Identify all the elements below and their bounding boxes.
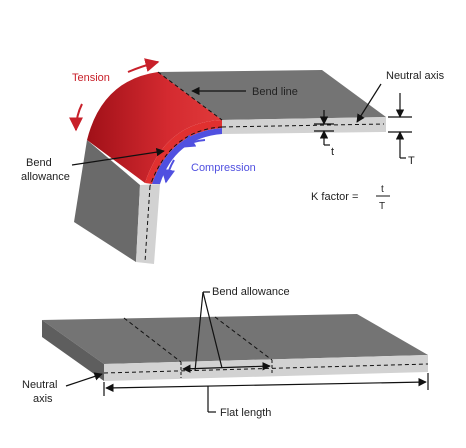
bend-allowance-dim — [182, 362, 271, 373]
flat-bend-end-dashed — [214, 316, 273, 361]
bend-allowance-bottom-leader-left — [194, 291, 204, 372]
bend-allowance-label-line1: Bend — [26, 157, 52, 169]
bend-allowance-bottom-leader-right — [202, 291, 223, 369]
flange-edge — [222, 117, 386, 134]
thickness-T-dimension — [388, 93, 412, 159]
T-label: T — [408, 155, 415, 167]
flat-bend-start-dashed — [123, 317, 182, 363]
neutral-axis-dashed-flange — [221, 123, 385, 128]
k-factor-label: K factor = — [311, 191, 358, 203]
bend-allowance-label-line2: allowance — [21, 171, 70, 183]
neutral-axis-dashed-bend — [149, 126, 223, 187]
flat-length-label: Flat length — [220, 407, 271, 419]
bottom-neutral-axis-line1: Neutral — [22, 379, 57, 391]
flat-plate — [42, 314, 429, 381]
bend-allowance-leader — [71, 147, 165, 166]
leg-face — [74, 140, 140, 262]
bend-tension-zone — [87, 72, 222, 183]
tension-arrow-top — [127, 58, 160, 73]
neutral-axis-dashed-leg — [144, 185, 151, 263]
neutral-axis-leader — [356, 83, 382, 123]
k-denominator: T — [379, 201, 385, 212]
flange-top — [158, 70, 386, 120]
flat-top — [42, 314, 428, 364]
bent-plate — [74, 70, 386, 264]
compression-arrow-top — [180, 134, 206, 148]
tension-arrow-left — [69, 103, 84, 132]
compression-arrow-left — [161, 159, 175, 184]
bend-line-dashed — [157, 71, 223, 121]
k-numerator: t — [381, 184, 384, 195]
tension-label: Tension — [72, 72, 110, 84]
bottom-neutral-axis-line2: axis — [33, 393, 53, 405]
compression-label: Compression — [191, 162, 256, 174]
thickness-t-dimension — [314, 110, 334, 146]
flat-length-dim — [105, 377, 427, 393]
neutral-axis-label: Neutral axis — [386, 70, 445, 82]
t-label: t — [331, 146, 334, 158]
flat-left-side — [42, 320, 104, 381]
bend-line-label: Bend line — [252, 86, 298, 98]
bottom-bend-allowance-label: Bend allowance — [212, 286, 290, 298]
bottom-neutral-axis-leader — [65, 372, 103, 387]
